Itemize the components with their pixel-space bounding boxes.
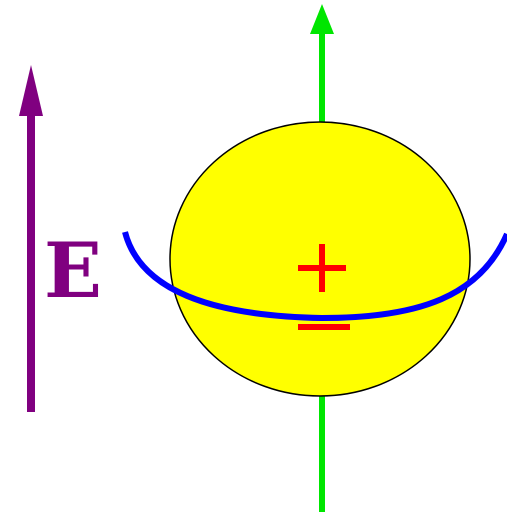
electric-field-arrowhead <box>19 65 43 116</box>
electric-field-arrow <box>19 65 43 412</box>
plus-icon <box>298 244 346 292</box>
electric-field-label: E <box>44 226 102 315</box>
spin-axis-arrowhead <box>310 4 334 34</box>
orbit-arc <box>122 231 507 322</box>
